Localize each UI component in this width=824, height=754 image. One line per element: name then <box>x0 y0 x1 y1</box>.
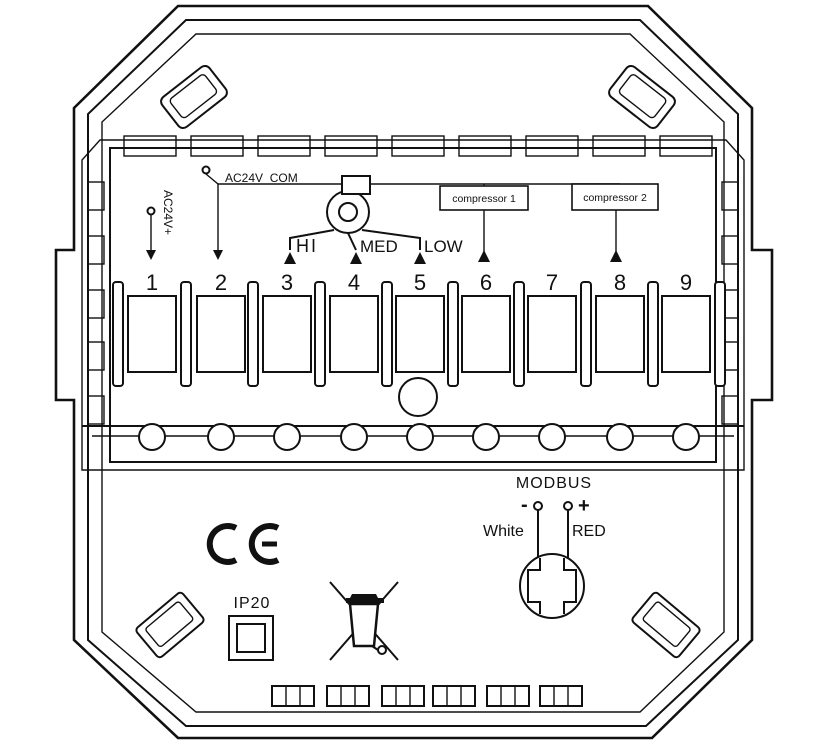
left-side-tab <box>87 235 105 265</box>
modbus-plus-sign: + <box>578 495 590 517</box>
double-insulation-icon <box>228 615 274 661</box>
terminal-divider <box>647 281 659 387</box>
left-side-tab <box>87 181 105 211</box>
right-side-tab <box>721 395 739 425</box>
right-side-tab <box>721 181 739 211</box>
fan-low-label: LOW <box>424 237 463 256</box>
screw-row <box>138 423 700 451</box>
left-side-tab <box>87 341 105 371</box>
ac24v-com-label: AC24V_COM <box>225 171 298 185</box>
terminal-number-9: 9 <box>680 270 692 295</box>
top-tabs <box>123 135 713 157</box>
compressor-2-label: compressor 2 <box>583 192 647 204</box>
terminal-number-1: 1 <box>146 270 158 295</box>
terminal-screw-6 <box>472 423 500 451</box>
terminal-divider <box>247 281 259 387</box>
fan-icon <box>289 175 421 251</box>
compressor-1-label: compressor 1 <box>452 193 516 205</box>
terminal-number-3: 3 <box>281 270 293 295</box>
bottom-tab <box>486 685 530 707</box>
terminal-screw-4 <box>340 423 368 451</box>
terminal-slot-1 <box>127 295 177 373</box>
left-side-tab <box>87 289 105 319</box>
terminal-slot-9 <box>661 295 711 373</box>
fan-med-label: MED <box>360 237 398 256</box>
top-tab <box>123 135 177 157</box>
terminal-screw-3 <box>273 423 301 451</box>
bottom-tab <box>432 685 476 707</box>
bottom-tab <box>539 685 583 707</box>
terminal-divider <box>513 281 525 387</box>
terminal-screw-2 <box>207 423 235 451</box>
center-hole <box>398 377 438 417</box>
modbus-connector: MODBUS - + White RED <box>483 475 606 619</box>
fan-hi-label: HI <box>296 236 318 256</box>
terminal-slot-4 <box>329 295 379 373</box>
top-tab <box>190 135 244 157</box>
bottom-tab <box>271 685 315 707</box>
terminal-slot-5 <box>395 295 445 373</box>
ce-mark-text: CE <box>0 0 2 1</box>
top-tab <box>659 135 713 157</box>
ce-mark-icon: CE <box>0 0 280 565</box>
terminal-number-8: 8 <box>614 270 626 295</box>
terminal-slot-8 <box>595 295 645 373</box>
wiring-annotations: AC24V+ AC24V_COM HI MED LOW compressor 1 <box>146 165 659 264</box>
terminal-screw-9 <box>672 423 700 451</box>
terminal-divider <box>314 281 326 387</box>
terminal-screw-1 <box>138 423 166 451</box>
terminal-number-2: 2 <box>215 270 227 295</box>
left-side-tab <box>87 395 105 425</box>
terminal-divider <box>112 281 124 387</box>
ac24v-plus-label: AC24V+ <box>161 190 175 235</box>
weee-crossed-bin-icon <box>329 581 399 661</box>
bottom-tab <box>326 685 370 707</box>
terminal-number-4: 4 <box>348 270 360 295</box>
terminal-slot-6 <box>461 295 511 373</box>
right-side-tab <box>721 235 739 265</box>
compressor-2-box <box>571 183 659 211</box>
terminal-number-7: 7 <box>546 270 558 295</box>
terminal-divider <box>447 281 459 387</box>
modbus-white-label: White <box>483 523 524 540</box>
terminal-screw-5 <box>406 423 434 451</box>
modbus-minus-sign: - <box>521 494 528 516</box>
terminal-divider <box>180 281 192 387</box>
compressor-1-box <box>439 185 529 211</box>
terminal-row: 1 2 3 4 5 6 7 8 9 <box>112 270 726 387</box>
terminal-divider <box>381 281 393 387</box>
corner-clips <box>135 64 701 659</box>
terminal-number-5: 5 <box>414 270 426 295</box>
terminal-slot-2 <box>196 295 246 373</box>
top-tab <box>592 135 646 157</box>
terminal-slot-3 <box>262 295 312 373</box>
top-tab <box>525 135 579 157</box>
top-tab <box>257 135 311 157</box>
terminal-slot-7 <box>527 295 577 373</box>
terminal-screw-7 <box>538 423 566 451</box>
bottom-tab <box>381 685 425 707</box>
terminal-divider <box>580 281 592 387</box>
top-tab <box>391 135 445 157</box>
top-tab <box>458 135 512 157</box>
modbus-title: MODBUS <box>516 475 592 492</box>
top-tab <box>324 135 378 157</box>
modbus-red-label: RED <box>572 523 606 540</box>
bottom-tabs <box>271 685 583 707</box>
terminal-screw-8 <box>606 423 634 451</box>
ip-rating-label: IP20 <box>234 595 271 612</box>
terminal-number-6: 6 <box>480 270 492 295</box>
terminal-divider <box>714 281 726 387</box>
